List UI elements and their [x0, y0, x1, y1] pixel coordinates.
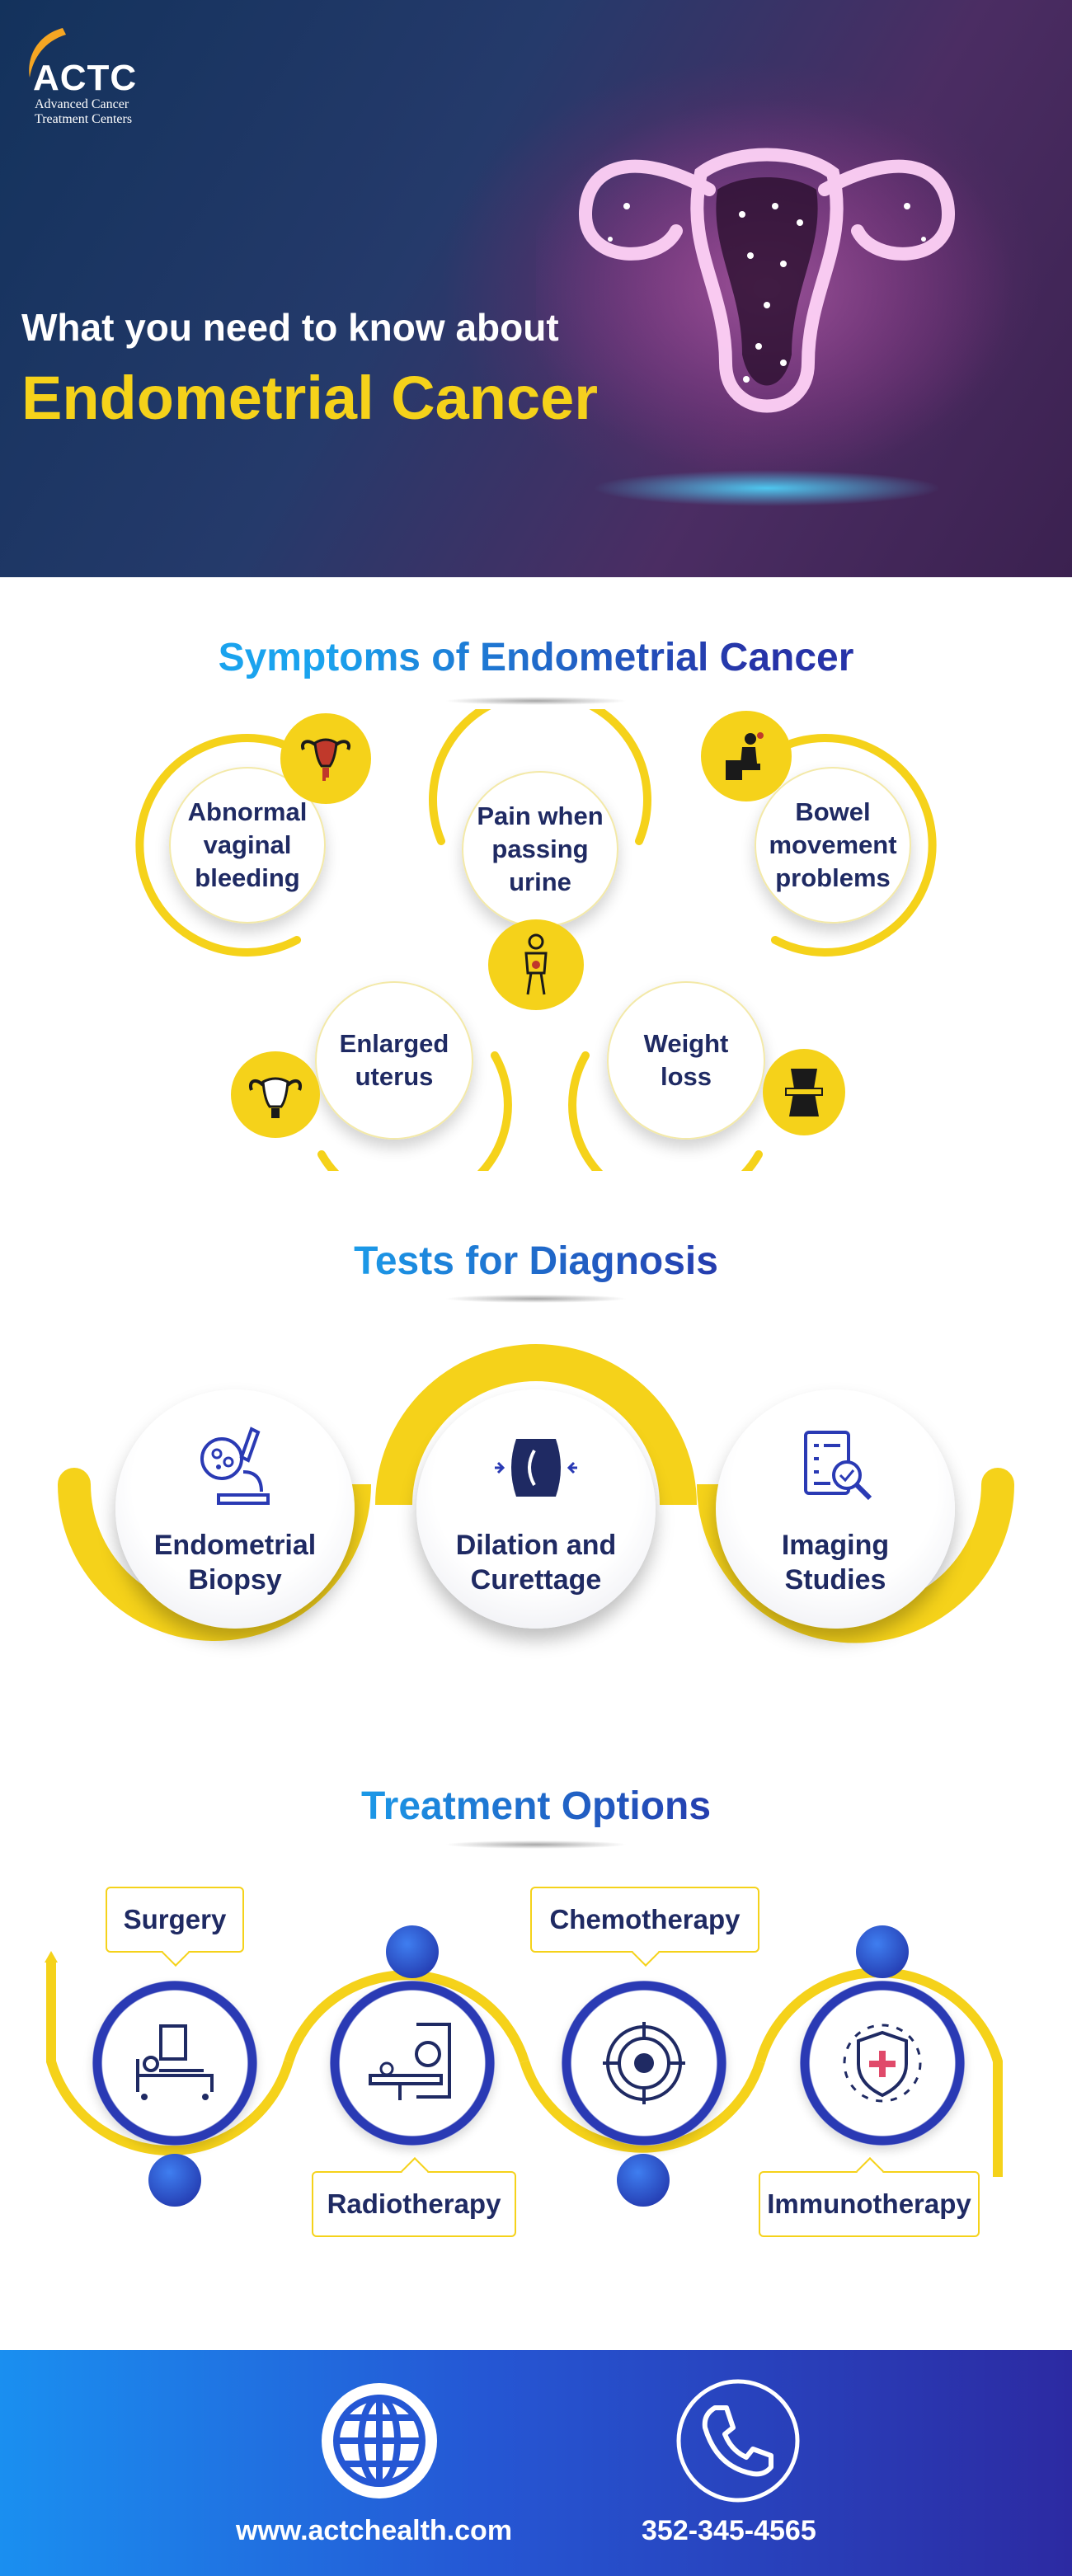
- logo-subtitle: Advanced Cancer Treatment Centers: [35, 97, 133, 126]
- waist-measure-icon: [763, 1049, 845, 1135]
- track-dot: [386, 1925, 439, 1978]
- logo-text: ACTC: [33, 58, 138, 98]
- phone-icon: [676, 2379, 800, 2503]
- treatment-radiotherapy: [330, 1981, 495, 2146]
- track-dot: [617, 2154, 670, 2207]
- cancer-cell-target-icon: [603, 2022, 685, 2104]
- symptom-arcs: [135, 709, 937, 1171]
- track-dot: [856, 1925, 909, 1978]
- treatment-immunotherapy: [800, 1981, 965, 2146]
- glowing-uterus-icon: [536, 99, 1014, 506]
- actc-logo[interactable]: ACTC Advanced Cancer Treatment Centers: [21, 23, 170, 130]
- radiotherapy-machine-icon: [369, 2023, 451, 2100]
- website-link[interactable]: www.actchealth.com: [236, 2515, 513, 2546]
- shield-cross-icon: [843, 2024, 922, 2103]
- hospital-bed-icon: [136, 2024, 214, 2100]
- uterus-bleeding-icon: [280, 713, 371, 804]
- callout-surgery: Surgery: [106, 1887, 244, 1953]
- dilation-icon: [495, 1439, 577, 1497]
- treatment-surgery: [92, 1981, 257, 2146]
- hero-subtitle: What you need to know about: [21, 306, 559, 349]
- treatment-chemotherapy: [562, 1981, 726, 2146]
- phone-link[interactable]: 352-345-4565: [642, 2515, 816, 2546]
- callout-radiotherapy: Radiotherapy: [312, 2171, 516, 2237]
- logo-swoosh-icon: [29, 28, 66, 78]
- track-dot: [148, 2154, 201, 2207]
- treatment-divider: [445, 1840, 627, 1849]
- treatment-title: Treatment Options: [0, 1784, 1072, 1829]
- person-pain-icon: [488, 919, 584, 1010]
- globe-icon: [322, 2383, 437, 2498]
- symptoms-divider: [445, 697, 627, 705]
- callout-immunotherapy: Immunotherapy: [759, 2171, 980, 2237]
- callout-chemotherapy: Chemotherapy: [530, 1887, 759, 1953]
- microscope-icon: [200, 1427, 270, 1505]
- report-magnifier-icon: [804, 1431, 872, 1501]
- footer-contact: www.actchealth.com 352-345-4565: [0, 2350, 1072, 2576]
- toilet-icon: [701, 711, 792, 801]
- tests-divider: [445, 1295, 627, 1303]
- tests-title: Tests for Diagnosis: [0, 1239, 1072, 1284]
- hero-banner: ACTC Advanced Cancer Treatment Centers W…: [0, 0, 1072, 577]
- symptoms-title: Symptoms of Endometrial Cancer: [0, 635, 1072, 680]
- hero-title: Endometrial Cancer: [21, 364, 599, 432]
- uterus-icon: [231, 1051, 320, 1138]
